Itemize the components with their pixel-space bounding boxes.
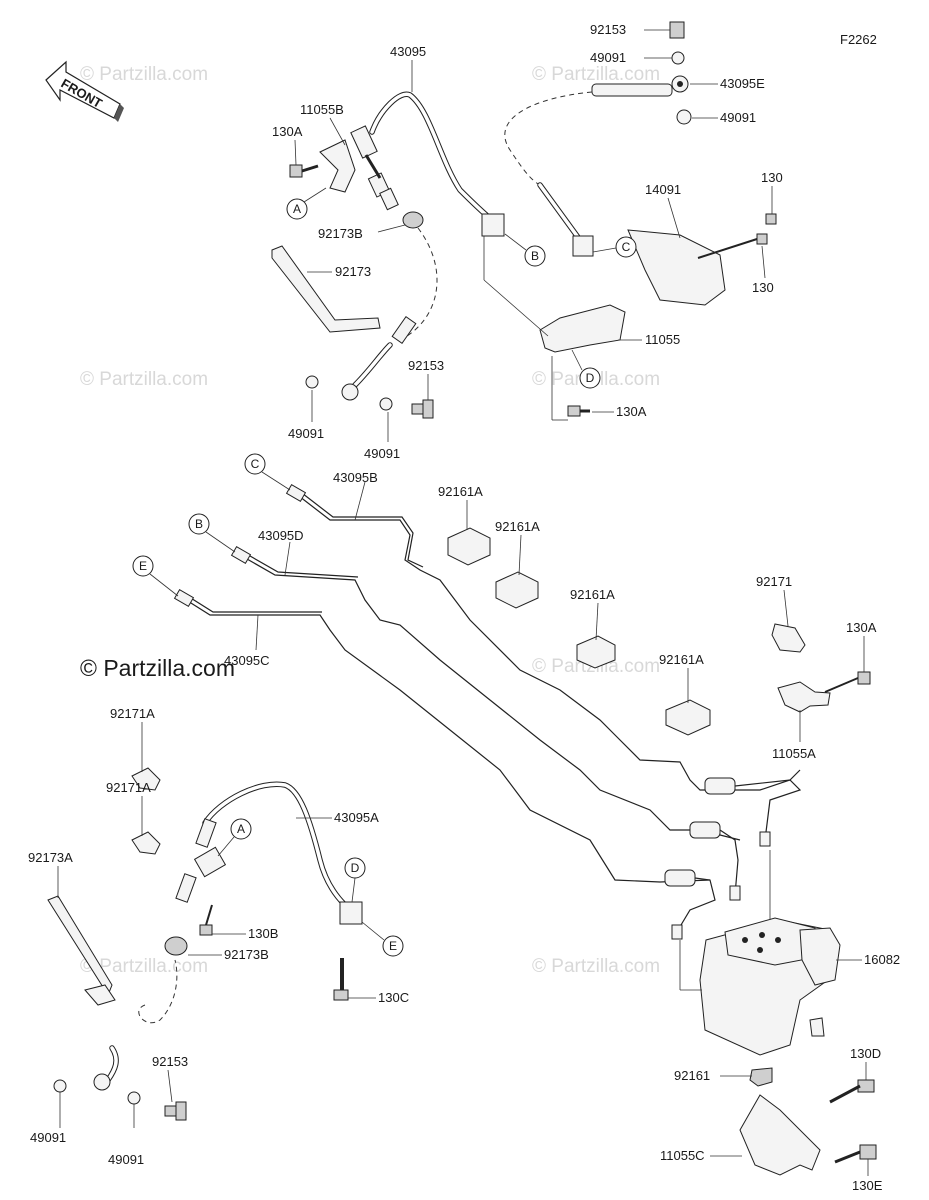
part-label: 92161A — [570, 587, 615, 602]
part-label: 130D — [850, 1046, 881, 1061]
part-label: 130C — [378, 990, 409, 1005]
bolt-icon — [289, 164, 319, 178]
svg-text:B: B — [531, 249, 539, 263]
part-label: 130 — [752, 280, 774, 295]
connector-c-tube: C — [244, 453, 266, 475]
connector-markers: A B C D C B E — [132, 187, 637, 957]
part-label: 11055C — [660, 1148, 705, 1163]
part-label: 14091 — [645, 182, 681, 197]
connector-e-tube: E — [132, 555, 154, 577]
part-label: 130B — [248, 926, 278, 941]
part-label: 43095A — [334, 810, 379, 825]
part-label: 130A — [846, 620, 877, 635]
watermark: © Partzilla.com — [80, 369, 208, 390]
part-label: 43095D — [258, 528, 304, 543]
connector-d-lower: D — [344, 857, 366, 879]
svg-text:D: D — [351, 861, 360, 875]
part-label: 16082 — [864, 952, 900, 967]
watermark: © Partzilla.com — [532, 956, 660, 977]
clip-parts — [447, 527, 871, 736]
connector-b-upper: B — [524, 245, 546, 267]
part-label: 92173B — [318, 226, 363, 241]
part-label: 43095B — [333, 470, 378, 485]
part-label: 130 — [761, 170, 783, 185]
connector-b-tube: B — [188, 513, 210, 535]
part-label: 49091 — [30, 1130, 66, 1145]
connector-d-upper: D — [579, 367, 601, 389]
figure-code: F2262 — [840, 32, 877, 47]
part-label: 49091 — [590, 50, 626, 65]
part-label: 11055B — [300, 102, 344, 117]
svg-text:A: A — [293, 202, 301, 216]
svg-text:D: D — [586, 371, 595, 385]
part-label: 92161A — [438, 484, 483, 499]
part-label: 92173B — [224, 947, 269, 962]
part-label: 92173 — [335, 264, 371, 279]
lower-hose-assembly — [47, 767, 363, 1121]
upper-hose-assembly — [271, 91, 505, 419]
svg-text:E: E — [389, 939, 397, 953]
brake-tubes — [173, 483, 802, 940]
part-label: 43095 — [390, 44, 426, 59]
part-label: 92153 — [152, 1054, 188, 1069]
connector-a-upper: A — [286, 198, 308, 220]
part-label: 130E — [852, 1178, 883, 1193]
part-label: 92171A — [106, 780, 151, 795]
part-label: 92161A — [659, 652, 704, 667]
svg-text:C: C — [251, 457, 260, 471]
watermark: © Partzilla.com — [80, 64, 208, 85]
part-label: 92153 — [590, 22, 626, 37]
svg-text:B: B — [195, 517, 203, 531]
upper-right-assembly — [504, 21, 777, 417]
part-label: 49091 — [288, 426, 324, 441]
connector-a-lower: A — [230, 818, 252, 840]
watermark: © Partzilla.com — [80, 956, 208, 977]
part-label: 92171 — [756, 574, 792, 589]
watermark: © Partzilla.com — [532, 64, 660, 85]
part-label: 43095E — [720, 76, 765, 91]
bolt-icon — [411, 399, 434, 419]
abs-unit — [699, 917, 877, 1176]
connector-c-upper: C — [615, 236, 637, 258]
part-label: 92161 — [674, 1068, 710, 1083]
watermark-main: © Partzilla.com — [80, 655, 235, 681]
part-label: 130A — [616, 404, 647, 419]
part-label: 92161A — [495, 519, 540, 534]
part-label: 92153 — [408, 358, 444, 373]
svg-text:C: C — [622, 240, 631, 254]
part-label: 11055 — [645, 332, 680, 347]
part-label: 49091 — [720, 110, 756, 125]
part-label: 49091 — [364, 446, 400, 461]
part-label: 11055A — [772, 746, 816, 761]
leader-lines — [57, 29, 869, 1176]
connector-e-lower: E — [382, 935, 404, 957]
svg-text:A: A — [237, 822, 245, 836]
part-label: 49091 — [108, 1152, 144, 1167]
svg-text:E: E — [139, 559, 147, 573]
part-labels: 92153 49091 43095E 49091 43095 11055B 13… — [28, 22, 900, 1193]
part-label: 92171A — [110, 706, 155, 721]
part-label: 130A — [272, 124, 303, 139]
part-label: 92173A — [28, 850, 73, 865]
part-label: 43095C — [224, 653, 270, 668]
